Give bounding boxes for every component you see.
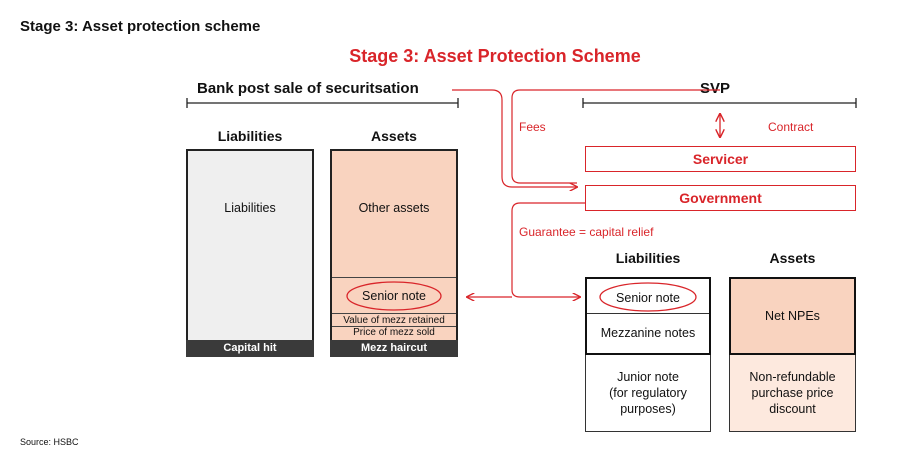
capital-hit-bar: Capital hit xyxy=(186,340,314,357)
svp-senior-note-ellipse xyxy=(599,282,697,312)
bank-liabilities-header: Liabilities xyxy=(217,128,283,144)
mezz-haircut-bar: Mezz haircut xyxy=(330,340,458,357)
servicer-box: Servicer xyxy=(585,146,856,172)
page-heading: Stage 3: Asset protection scheme xyxy=(20,18,261,35)
fees-label: Fees xyxy=(519,120,546,134)
svp-assets-box xyxy=(729,277,856,355)
guarantee-line xyxy=(511,202,585,297)
svp-section-title: SVP xyxy=(700,80,731,97)
assets-divider-2 xyxy=(332,313,456,314)
svp-liabilities-header: Liabilities xyxy=(615,250,681,266)
svp-assets-header: Assets xyxy=(769,250,816,266)
other-assets-label: Other assets xyxy=(358,201,430,215)
bank-section-title: Bank post sale of securitsation xyxy=(197,80,419,97)
svp-senior-note-label: Senior note xyxy=(616,291,680,305)
servicer-line xyxy=(511,89,720,184)
net-npes-label: Net NPEs xyxy=(765,309,820,323)
svp-liabilities-box xyxy=(585,277,711,355)
bank-liabilities-label: Liabilities xyxy=(224,201,276,215)
source-note: Source: HSBC xyxy=(20,437,79,447)
fees-arrow xyxy=(452,89,577,187)
mezz-sold-label: Price of mezz sold xyxy=(353,327,435,338)
mezz-retained-label: Value of mezz retained xyxy=(343,315,445,326)
government-box: Government xyxy=(585,185,856,211)
guarantee-label: Guarantee = capital relief xyxy=(519,225,654,239)
bank-bracket xyxy=(186,98,459,108)
bank-liabilities-box xyxy=(186,149,314,342)
mezzanine-notes-label: Mezzanine notes xyxy=(600,326,696,340)
bank-assets-header: Assets xyxy=(371,128,417,144)
assets-divider-1 xyxy=(332,277,456,278)
junior-note-label: Junior note (for regulatory purposes) xyxy=(609,370,687,416)
diagram-title: Stage 3: Asset Protection Scheme xyxy=(349,46,641,66)
bank-senior-note-ellipse xyxy=(346,281,442,311)
svp-bracket xyxy=(582,98,857,108)
assets-divider-3 xyxy=(332,326,456,327)
svp-liabilities-divider xyxy=(587,313,709,314)
discount-label: Non-refundable purchase price discount xyxy=(749,370,836,416)
bank-senior-note-label: Senior note xyxy=(362,289,426,303)
contract-label: Contract xyxy=(768,120,814,134)
